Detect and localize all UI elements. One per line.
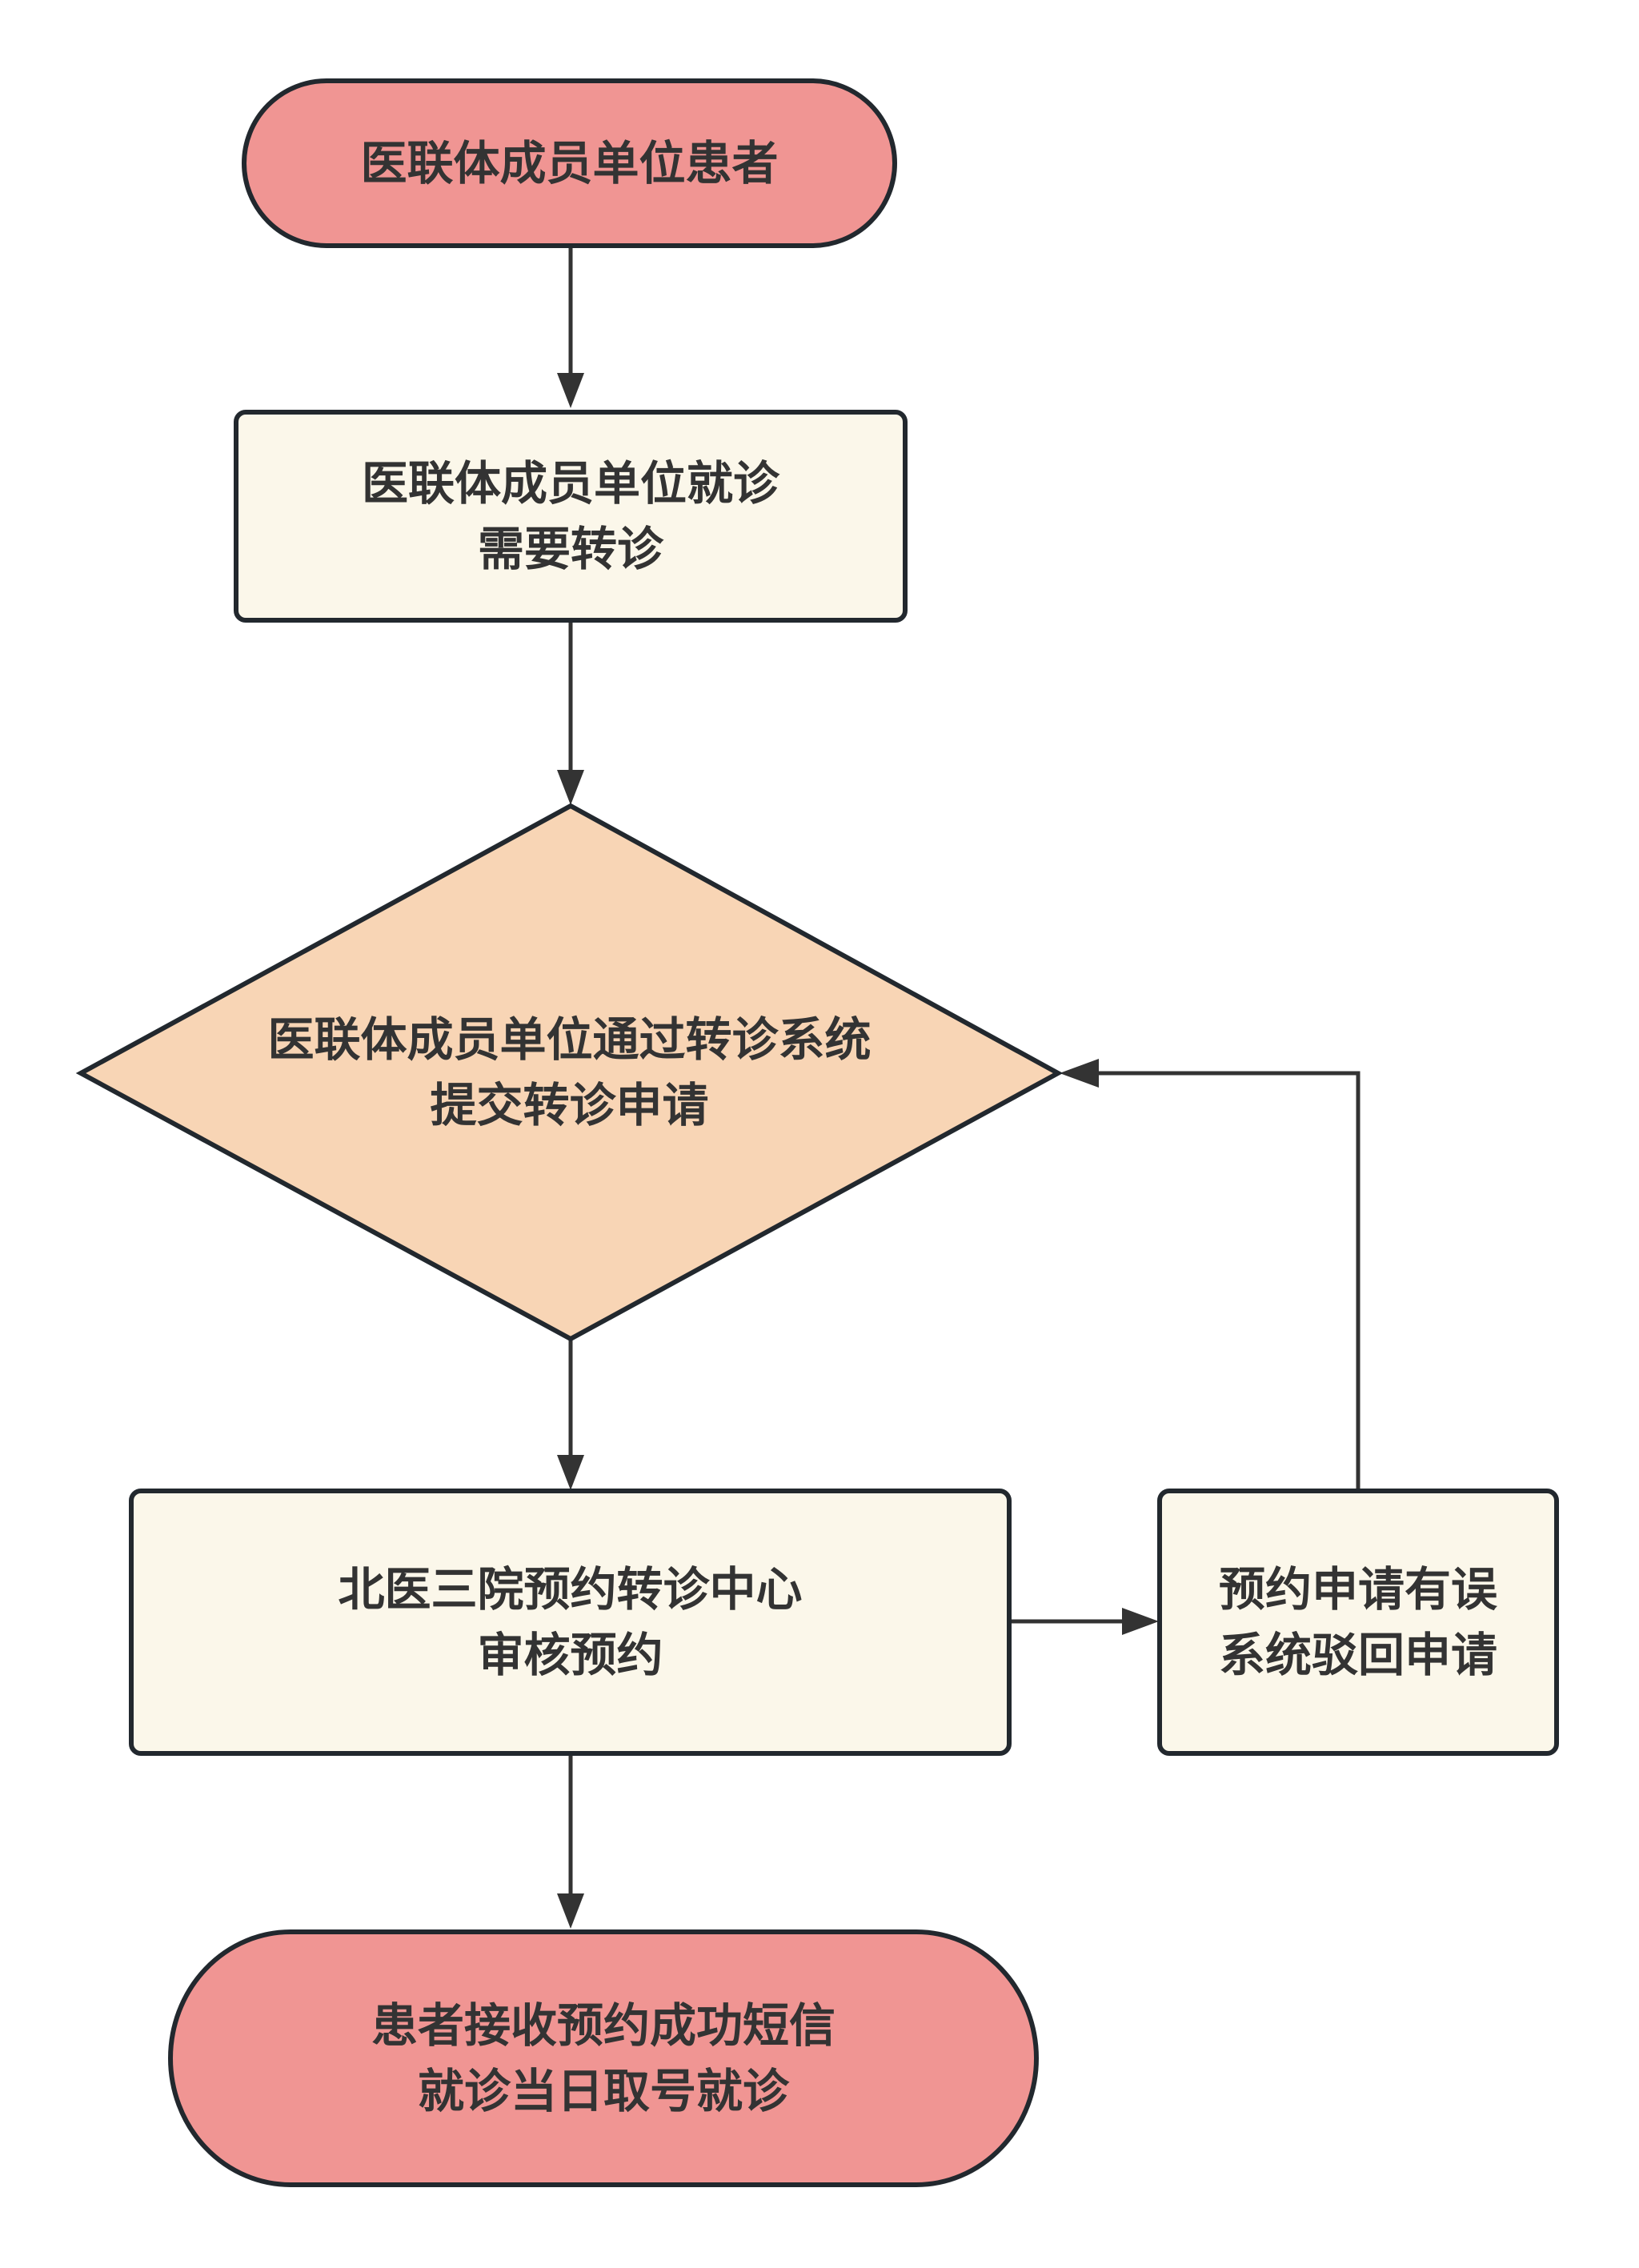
node-visit-shape[interactable] bbox=[234, 410, 908, 623]
arrowhead-visit-to-submit bbox=[557, 770, 584, 805]
arrowhead-review-to-end bbox=[557, 1893, 584, 1929]
arrowhead-start-to-visit bbox=[557, 373, 584, 408]
node-submit-shape[interactable] bbox=[75, 803, 1064, 1342]
edge-reject-to-submit bbox=[1096, 1071, 1360, 1491]
node-review-shape[interactable] bbox=[129, 1489, 1012, 1756]
connectors bbox=[557, 246, 1360, 1929]
node-reject-shape[interactable] bbox=[1157, 1489, 1559, 1756]
arrowhead-review-to-reject bbox=[1122, 1608, 1159, 1635]
node-start-shape[interactable] bbox=[242, 78, 897, 248]
arrowhead-submit-to-review bbox=[557, 1455, 584, 1490]
arrowhead-reject-to-submit bbox=[1060, 1059, 1099, 1088]
node-end-shape[interactable] bbox=[168, 1929, 1039, 2187]
